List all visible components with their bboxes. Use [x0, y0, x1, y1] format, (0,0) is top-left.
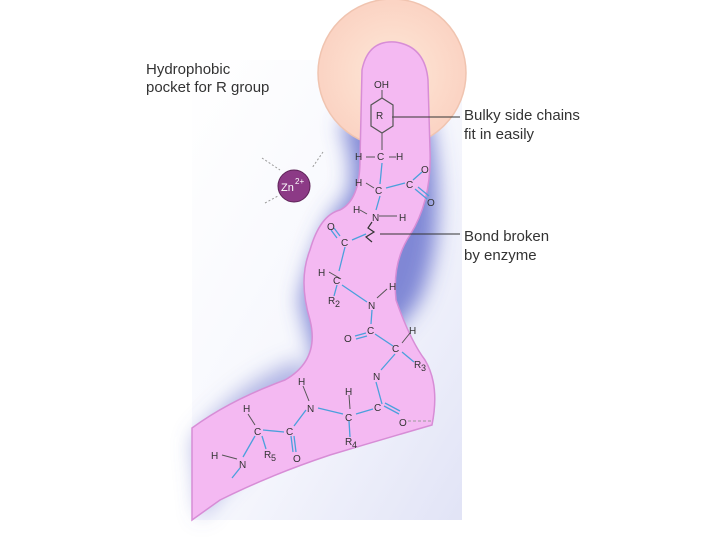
- atom-r4-subscript: 4: [352, 440, 357, 450]
- atom-r5-subscript: 5: [271, 453, 276, 463]
- bond-label-line2: by enzyme: [464, 247, 537, 264]
- atom-n: N: [373, 372, 380, 383]
- bulky-label-line2: fit in easily: [464, 126, 535, 143]
- atom-c: C: [377, 152, 384, 163]
- atom-r3: R: [414, 360, 421, 371]
- atom-oh: OH: [374, 80, 389, 91]
- zinc-ion-symbol: Zn: [281, 182, 294, 194]
- atom-h: H: [211, 451, 218, 462]
- atom-h: H: [355, 178, 362, 189]
- atom-c: C: [367, 326, 374, 337]
- atom-c: C: [392, 344, 399, 355]
- atom-r-side-chain: R: [376, 111, 383, 122]
- atom-h: H: [298, 377, 305, 388]
- dashed-guide: [311, 151, 324, 169]
- atom-c: C: [374, 403, 381, 414]
- atom-c: C: [286, 427, 293, 438]
- atom-n: N: [372, 213, 379, 224]
- bond-label-line1: Bond broken: [464, 228, 549, 245]
- atom-r2-subscript: 2: [335, 299, 340, 309]
- dashed-guide: [264, 195, 279, 204]
- atom-h: H: [243, 404, 250, 415]
- atom-o: O: [344, 334, 352, 345]
- atom-h: H: [396, 152, 403, 163]
- atom-h: H: [318, 268, 325, 279]
- atom-r4: R: [345, 437, 352, 448]
- bulky-label-line1: Bulky side chains: [464, 107, 580, 124]
- broken-bond-zigzag: [364, 221, 376, 243]
- atom-h: H: [409, 326, 416, 337]
- atom-c: C: [254, 427, 261, 438]
- peptide-bonds: [221, 90, 430, 479]
- atom-h: H: [399, 213, 406, 224]
- enzyme-channel: [191, 41, 436, 522]
- atom-o: O: [399, 418, 407, 429]
- atom-h: H: [345, 387, 352, 398]
- pocket-label-line1: Hydrophobic: [146, 61, 231, 78]
- atom-o: O: [427, 198, 435, 209]
- atom-c: C: [341, 238, 348, 249]
- atom-labels: OH R H C H H C C O O H N H O C H C R 2 H…: [211, 80, 435, 471]
- atom-h: H: [389, 282, 396, 293]
- atom-c: C: [345, 413, 352, 424]
- atom-n: N: [368, 301, 375, 312]
- atom-c: C: [406, 180, 413, 191]
- atom-h: H: [353, 205, 360, 216]
- atom-h: H: [355, 152, 362, 163]
- atom-c: C: [333, 276, 340, 287]
- zinc-ion-charge: 2+: [295, 177, 304, 186]
- atom-r5: R: [264, 450, 271, 461]
- atom-r3-subscript: 3: [421, 363, 426, 373]
- atom-n: N: [307, 404, 314, 415]
- zinc-ion: [277, 169, 311, 203]
- atom-c: C: [375, 186, 382, 197]
- atom-o: O: [327, 222, 335, 233]
- pocket-label-line2: pocket for R group: [146, 79, 269, 96]
- atom-o: O: [293, 454, 301, 465]
- atom-r2: R: [328, 296, 335, 307]
- atom-o: O: [421, 165, 429, 176]
- atom-n: N: [239, 460, 246, 471]
